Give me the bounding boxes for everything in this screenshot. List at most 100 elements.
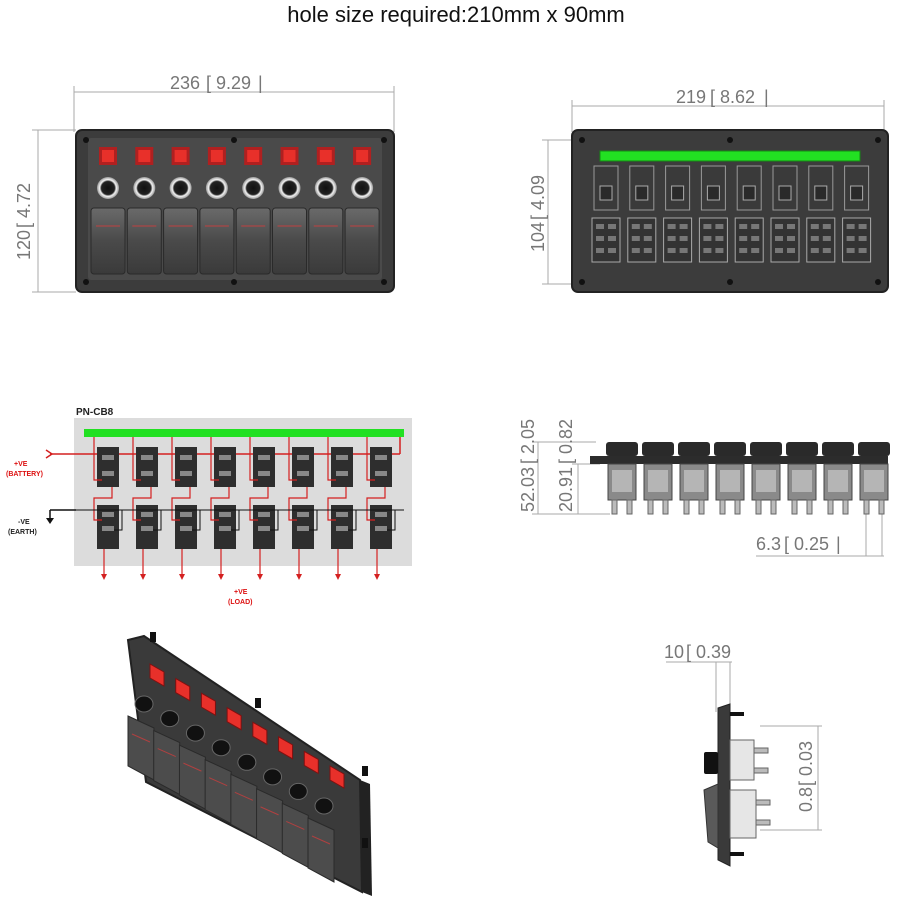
pin bbox=[858, 224, 867, 229]
profile-gap-bracket: [ bbox=[796, 781, 816, 786]
pin bbox=[751, 236, 760, 241]
rocker-switch bbox=[272, 207, 307, 275]
iso-indicator bbox=[149, 663, 165, 687]
breaker-terminal bbox=[671, 185, 685, 201]
back-width-mm: 219 bbox=[676, 87, 706, 107]
wiring-unit-3 bbox=[171, 437, 201, 580]
pin bbox=[775, 224, 783, 229]
wiring-unit-7 bbox=[327, 437, 357, 580]
side-module-2 bbox=[642, 442, 674, 515]
side-terminal-bracket-close: | bbox=[836, 534, 841, 554]
terminal bbox=[102, 471, 114, 476]
load-arrow bbox=[374, 574, 380, 580]
profile-view: 10 [ 0.39 0.8 [ 0.03 bbox=[664, 642, 822, 867]
earth-link bbox=[231, 510, 240, 531]
terminal bbox=[258, 455, 270, 460]
breaker-button bbox=[242, 177, 265, 199]
terminal bbox=[297, 471, 309, 476]
indicator-lens bbox=[283, 150, 296, 162]
iso-breaker bbox=[185, 724, 205, 742]
terminal bbox=[336, 526, 348, 531]
back-width-bracket-close: | bbox=[764, 87, 769, 107]
pin bbox=[596, 248, 604, 253]
module-face bbox=[828, 470, 848, 492]
breaker-terminal bbox=[599, 185, 613, 201]
profile-gap-mm: 0.8 bbox=[796, 787, 816, 812]
pin bbox=[858, 236, 867, 241]
indicator-lens bbox=[174, 150, 187, 162]
earth-link bbox=[153, 510, 162, 531]
module-face bbox=[756, 470, 776, 492]
side-module-6 bbox=[786, 442, 818, 515]
profile-module-bottom bbox=[729, 789, 757, 839]
load-arrow bbox=[179, 574, 185, 580]
breaker-block bbox=[292, 447, 314, 487]
rocker-top bbox=[642, 442, 674, 456]
pin bbox=[608, 248, 616, 253]
pin bbox=[715, 248, 724, 253]
load-label-2: (LOAD) bbox=[228, 599, 253, 606]
terminal bbox=[375, 526, 387, 531]
back-height-in: 4.09 bbox=[528, 175, 548, 210]
terminal bbox=[336, 512, 348, 517]
link-wire bbox=[93, 487, 113, 521]
back-busbar bbox=[599, 150, 861, 162]
pin bbox=[822, 224, 831, 229]
iso-switch-6 bbox=[256, 735, 294, 854]
module-face bbox=[648, 470, 668, 492]
wiring-unit-5 bbox=[249, 437, 279, 580]
iso-rocker-mark bbox=[183, 762, 202, 772]
module-face bbox=[864, 470, 884, 492]
pin bbox=[703, 224, 712, 229]
iso-rocker-mark bbox=[311, 835, 331, 845]
terminal bbox=[336, 455, 348, 460]
pin bbox=[751, 224, 760, 229]
terminal bbox=[219, 512, 231, 517]
back-height-mm: 104 bbox=[528, 222, 548, 252]
front-width-bracket-close: | bbox=[258, 73, 263, 93]
load-arrow bbox=[335, 574, 341, 580]
earth-link bbox=[192, 510, 201, 531]
terminal bbox=[180, 526, 192, 531]
back-width-in: 8.62 bbox=[720, 87, 755, 107]
earth-label-1: -VE bbox=[18, 519, 30, 526]
wiring-unit-1 bbox=[93, 437, 123, 580]
pin bbox=[608, 236, 616, 241]
terminal-pin bbox=[827, 499, 834, 515]
rocker-switch bbox=[199, 207, 235, 275]
side-depth-mm: 20.91 bbox=[556, 467, 576, 512]
terminal-pin bbox=[734, 499, 741, 515]
side-module-3 bbox=[678, 442, 710, 515]
link-wire bbox=[288, 487, 308, 521]
iso-rocker-mark bbox=[131, 733, 151, 743]
front-height-bracket: [ bbox=[14, 223, 34, 228]
side-view: 52.03 [ 2.05 20.91 [ 0.82 6.3 [ 0.25 | bbox=[518, 419, 890, 557]
pin bbox=[643, 248, 652, 253]
iso-indicator bbox=[303, 750, 319, 775]
terminal-pin bbox=[611, 499, 618, 515]
iso-breaker bbox=[314, 797, 334, 815]
back-module-5 bbox=[734, 165, 764, 263]
breaker-button bbox=[97, 177, 119, 199]
terminal bbox=[258, 471, 270, 476]
front-height-in: 4.72 bbox=[14, 183, 34, 218]
indicator-lens bbox=[319, 150, 332, 162]
pin bbox=[787, 224, 795, 229]
terminal bbox=[219, 455, 231, 460]
rocker-top bbox=[786, 442, 818, 456]
back-view: 219 [ 8.62 | 104 [ 4.09 bbox=[528, 87, 889, 293]
front-screws bbox=[83, 137, 387, 285]
iso-indicator bbox=[200, 692, 216, 717]
side-module-4 bbox=[714, 442, 746, 515]
pin bbox=[846, 248, 855, 253]
rocker-top bbox=[858, 442, 890, 456]
terminal bbox=[141, 526, 153, 531]
pin bbox=[667, 224, 676, 229]
terminal bbox=[297, 455, 309, 460]
profile-plate bbox=[717, 703, 731, 867]
iso-indicator bbox=[175, 677, 191, 702]
side-total-bracket: [ bbox=[518, 459, 538, 464]
iso-switch-2 bbox=[153, 677, 191, 796]
back-module-2 bbox=[627, 165, 657, 263]
load-arrow bbox=[140, 574, 146, 580]
